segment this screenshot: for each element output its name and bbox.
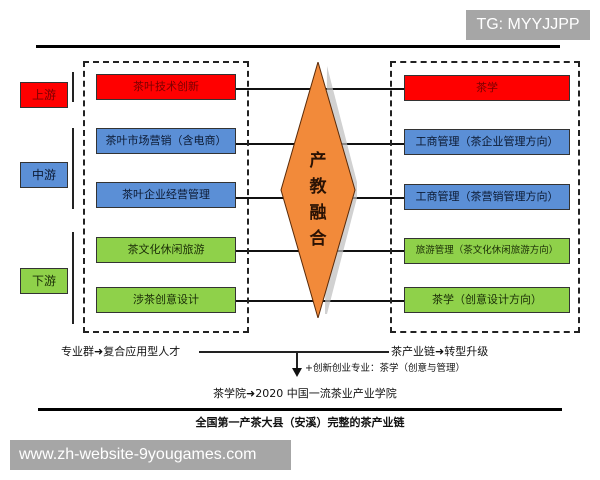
integration-char-4: 合 <box>309 229 327 249</box>
industry-box-marketing: 茶叶市场营销（含电商） <box>96 123 241 154</box>
flow-right-text: 茶产业链➜转型升级 <box>391 345 489 358</box>
integration-label: 产 教 融 合 <box>306 148 330 252</box>
stage-bracket-upstream <box>72 72 74 102</box>
stage-bracket-midstream <box>72 128 74 209</box>
industry-box-enterprise-management: 茶叶企业经营管理 <box>96 177 241 208</box>
stage-label-downstream: 下游 <box>20 262 73 294</box>
flow-horizontal-line <box>199 351 389 353</box>
diagram-caption: 全国第一产茶大县（安溪）完整的茶产业链 <box>195 416 405 429</box>
major-box-business-marketing: 工商管理（茶营销管理方向） <box>404 179 575 210</box>
major-box-tourism-management: 旅游管理（茶文化休闲旅游方向） <box>404 233 575 264</box>
flow-left-text: 专业群➜复合应用型人才 <box>61 345 181 358</box>
integration-diamond-shape <box>280 62 357 318</box>
top-rule <box>36 45 560 48</box>
integration-char-2: 教 <box>309 177 327 197</box>
down-arrow-icon <box>292 368 302 377</box>
flow-note-text: +创新创业专业：茶学（创意与管理） <box>305 363 465 374</box>
integration-char-1: 产 <box>309 151 327 171</box>
bottom-rule <box>38 408 562 411</box>
stage-label-midstream: 中游 <box>20 156 73 188</box>
stage-bracket-downstream <box>72 232 74 324</box>
watermark-top: TG: MYYJJPP <box>466 10 590 40</box>
integration-char-3: 融 <box>309 203 327 223</box>
industry-box-tech-innovation: 茶叶技术创新 <box>96 69 241 100</box>
major-box-tea-creative-design: 茶学（创意设计方向） <box>404 282 575 313</box>
flow-result-text: 茶学院➜2020 中国一流茶业产业学院 <box>213 387 397 400</box>
industry-box-creative-design: 涉茶创意设计 <box>96 282 241 313</box>
industry-chain-frame <box>83 61 249 333</box>
major-box-tea-science: 茶学 <box>404 70 575 101</box>
major-box-business-enterprise: 工商管理（茶企业管理方向） <box>404 124 575 155</box>
industry-box-culture-tourism: 茶文化休闲旅游 <box>96 232 241 263</box>
watermark-bottom: www.zh-website-9yougames.com <box>10 440 291 470</box>
majors-frame <box>390 61 580 333</box>
flow-arrow-shaft <box>296 351 298 371</box>
stage-label-upstream: 上游 <box>20 76 73 108</box>
